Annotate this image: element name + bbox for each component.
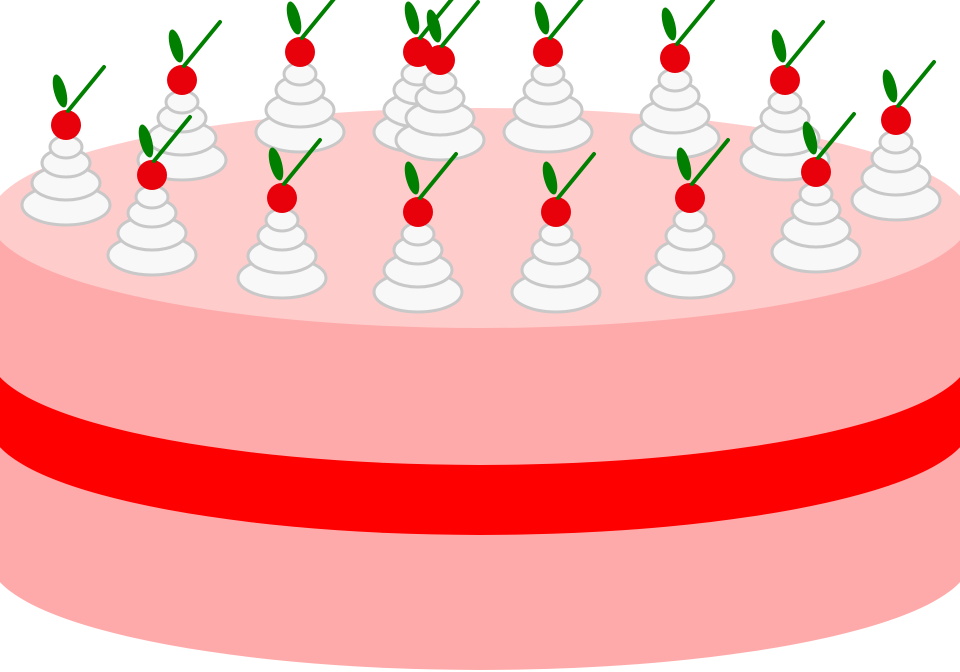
topping: [629, 0, 721, 160]
topping: [106, 115, 198, 277]
leaf-icon: [282, 138, 322, 186]
cherry-icon: [801, 157, 831, 187]
leaf-icon: [882, 69, 898, 103]
leaf-icon: [802, 121, 818, 155]
leaf-icon: [785, 20, 825, 68]
leaf-icon: [534, 1, 550, 35]
leaf-icon: [690, 138, 730, 186]
topping: [510, 152, 602, 314]
cherry-icon: [660, 43, 690, 73]
leaf-icon: [440, 0, 480, 48]
cake-side: [0, 218, 960, 670]
leaf-icon: [418, 152, 458, 200]
cherry-icon: [285, 37, 315, 67]
topping: [20, 65, 112, 227]
cherry-icon: [51, 110, 81, 140]
leaf-icon: [404, 1, 420, 35]
cherry-icon: [267, 183, 297, 213]
leaf-icon: [404, 161, 420, 195]
leaf-icon: [66, 65, 106, 113]
cherry-icon: [675, 183, 705, 213]
leaf-icon: [542, 161, 558, 195]
leaf-icon: [268, 147, 284, 181]
leaf-icon: [661, 7, 677, 41]
leaf-icon: [182, 20, 222, 68]
topping: [254, 0, 346, 154]
toppings: [20, 0, 942, 314]
topping: [502, 0, 594, 154]
leaf-icon: [675, 0, 715, 46]
leaf-icon: [138, 124, 154, 158]
cherry-icon: [770, 65, 800, 95]
leaf-icon: [418, 0, 454, 40]
topping: [372, 152, 464, 314]
cherry-icon: [137, 160, 167, 190]
topping: [644, 138, 736, 300]
leaf-icon: [52, 74, 68, 108]
cherry-icon: [533, 37, 563, 67]
cherry-icon: [167, 65, 197, 95]
cherry-icon: [425, 45, 455, 75]
leaf-icon: [896, 60, 936, 108]
cherry-icon: [541, 197, 571, 227]
cherry-icon: [403, 197, 433, 227]
leaf-icon: [556, 152, 596, 200]
leaf-icon: [168, 29, 184, 63]
leaf-icon: [771, 29, 787, 63]
leaf-icon: [676, 147, 692, 181]
topping: [394, 0, 486, 162]
leaf-icon: [816, 112, 856, 160]
cake-ribbon: [0, 377, 960, 535]
leaf-icon: [300, 0, 336, 40]
topping: [236, 138, 328, 300]
topping: [850, 60, 942, 222]
leaf-icon: [426, 9, 442, 43]
topping: [770, 112, 862, 274]
leaf-icon: [152, 115, 192, 163]
cherry-icon: [881, 105, 911, 135]
leaf-icon: [548, 0, 584, 40]
leaf-icon: [286, 1, 302, 35]
topping: [739, 20, 831, 182]
